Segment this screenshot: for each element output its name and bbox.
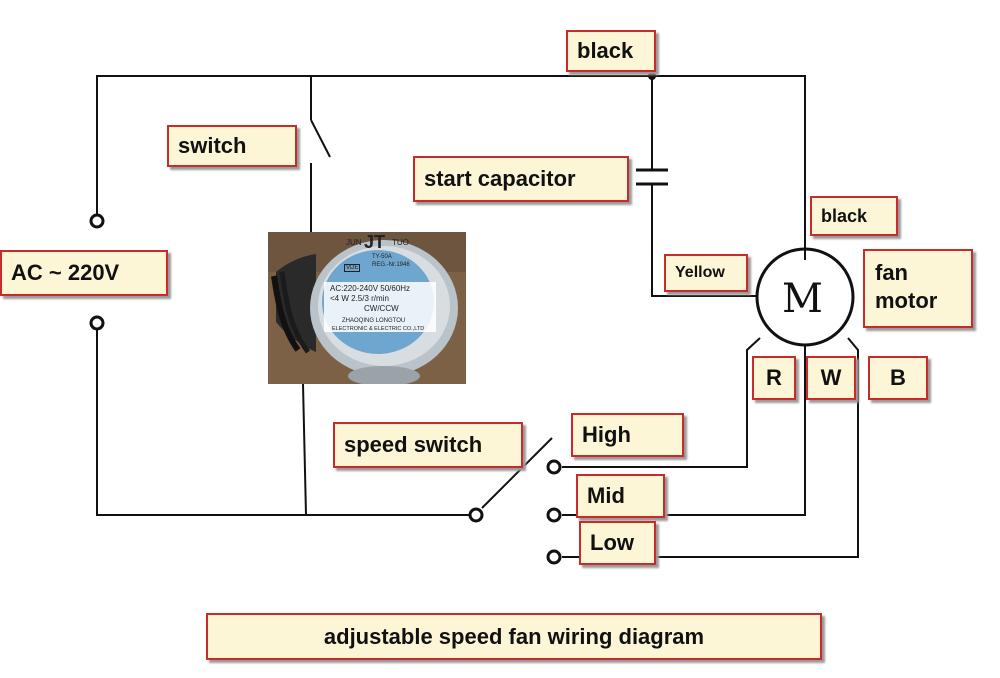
label-mid: Mid	[576, 474, 665, 518]
photo-brand-top: JUN	[346, 238, 362, 247]
motor-photo: JUN JT TUO TY-50A REG.-Nr.1946 VDE AC:22…	[268, 232, 466, 384]
photo-spec2: <4 W 2.5/3 r/min	[330, 294, 389, 303]
motor-symbol: M	[782, 276, 823, 322]
photo-vde-mark: VDE	[344, 264, 361, 272]
speed-terminal-mid	[546, 507, 562, 523]
wire-top-loop	[96, 75, 806, 260]
photo-model: TY-50A	[372, 254, 392, 260]
ac-terminal-top	[89, 213, 105, 229]
label-switch: switch	[167, 125, 297, 167]
photo-spec1: AC:220-240V 50/60Hz	[330, 284, 411, 293]
speed-switch-pivot	[468, 507, 484, 523]
label-fan-motor: fan motor	[863, 249, 973, 328]
photo-spec3: CW/CCW	[364, 304, 399, 313]
speed-terminal-low	[546, 549, 562, 565]
label-fan-motor-line1: fan	[875, 260, 908, 285]
label-yellow: Yellow	[664, 254, 748, 292]
ac-terminal-bottom	[89, 315, 105, 331]
label-high: High	[571, 413, 684, 457]
photo-maker2: ELECTRONIC & ELECTRIC CO.,LTD	[332, 326, 425, 332]
label-black-top: black	[566, 30, 656, 72]
wire-low-b	[562, 337, 859, 558]
label-speed-switch: speed switch	[333, 422, 523, 468]
diagram-title: adjustable speed fan wiring diagram	[206, 613, 822, 660]
photo-maker1: ZHAOQING LONGTOU	[342, 318, 406, 324]
wire-high-r	[562, 337, 761, 468]
wire-switch-to-bottom	[302, 383, 307, 516]
label-r: R	[752, 356, 796, 400]
label-start-capacitor: start capacitor	[413, 156, 629, 202]
wire-ac-bottom	[96, 330, 470, 516]
label-w: W	[806, 356, 856, 400]
switch-blade	[310, 119, 331, 158]
photo-reg: REG.-Nr.1946	[372, 262, 410, 268]
motor-circle	[755, 247, 855, 347]
motor-photo-art	[268, 232, 466, 384]
junction-dot	[648, 72, 656, 80]
label-black-right: black	[810, 196, 898, 236]
label-b: B	[868, 356, 928, 400]
photo-brand-logo: JT	[364, 232, 386, 252]
photo-brand-tail: TUO	[392, 238, 409, 247]
label-fan-motor-line2: motor	[875, 288, 938, 313]
speed-terminal-high	[546, 459, 562, 475]
label-ac-220v: AC ~ 220V	[0, 250, 168, 296]
label-low: Low	[579, 521, 656, 565]
speed-switch-arm	[481, 437, 553, 509]
wire-capacitor-to-motor	[651, 184, 758, 297]
